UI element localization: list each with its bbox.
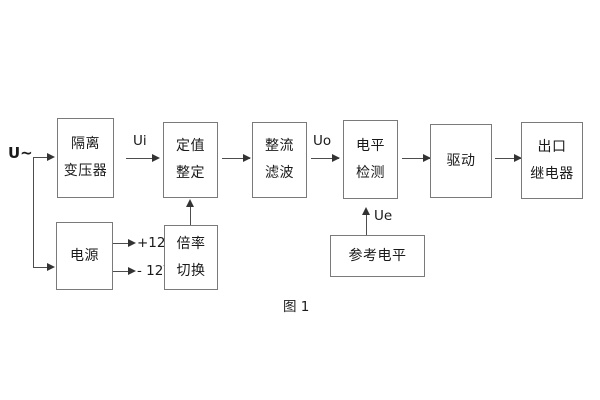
- figure-caption: 图 1: [283, 299, 310, 315]
- block-reference-level: 参考电平: [330, 235, 425, 277]
- connector-input-to-power-supply: [33, 267, 50, 268]
- arrowhead-input-to-power-supply: [47, 262, 55, 271]
- block-setting-value: 定值 整定: [163, 122, 218, 198]
- block-output-relay: 出口 继电器: [521, 122, 583, 199]
- block-level-detection: 电平 检测: [343, 120, 398, 199]
- block-isolation-transformer: 隔离 变压器: [57, 118, 114, 198]
- signal-label-neg12v: - 12V: [137, 263, 173, 279]
- block-output-relay-line-1: 出口: [537, 138, 567, 155]
- connector-multiplier-to-setting: [190, 206, 191, 225]
- block-setting-value-line-1: 定值: [176, 138, 205, 155]
- connector-input-to-transformer: [33, 157, 50, 158]
- arrowhead-rectify-to-level: [332, 153, 340, 162]
- connector-input-trunk: [33, 157, 34, 267]
- block-power-supply-line-1: 电源: [70, 247, 99, 264]
- block-multiplier-switch: 倍率 切换: [164, 225, 218, 290]
- arrowhead-neg12v: [128, 266, 136, 275]
- arrowhead-drive-to-relay: [514, 153, 522, 162]
- connector-power-neg12v: [113, 271, 134, 272]
- block-power-supply: 电源: [56, 222, 113, 290]
- block-reference-level-line-1: 参考电平: [348, 247, 407, 264]
- block-rectify-filter: 整流 滤波: [252, 122, 307, 198]
- arrowhead-setting-to-rectify: [243, 153, 251, 162]
- signal-label-ui: Ui: [133, 133, 147, 149]
- signal-label-uo: Uo: [313, 133, 332, 149]
- arrowhead-pos12v: [128, 238, 136, 247]
- block-output-relay-line-2: 继电器: [530, 165, 574, 182]
- block-rectify-filter-line-2: 滤波: [265, 165, 294, 181]
- block-setting-value-line-2: 整定: [176, 165, 205, 181]
- block-drive: 驱动: [430, 124, 492, 198]
- signal-label-ue: Ue: [374, 208, 393, 224]
- block-rectify-filter-line-1: 整流: [265, 138, 294, 155]
- connector-rectify-to-level: [311, 158, 339, 159]
- block-drive-line-1: 驱动: [446, 152, 476, 169]
- block-multiplier-switch-line-2: 切换: [176, 262, 206, 279]
- arrowhead-input-to-transformer: [47, 152, 55, 161]
- input-label-u-ac: U~: [8, 144, 33, 162]
- block-isolation-transformer-line-2: 变压器: [63, 163, 108, 179]
- connector-setting-to-rectify: [222, 158, 250, 159]
- connector-power-pos12v: [113, 243, 134, 244]
- connector-reference-to-level: [366, 214, 367, 235]
- arrowhead-level-to-drive: [423, 153, 431, 162]
- block-multiplier-switch-line-1: 倍率: [176, 235, 206, 252]
- arrowhead-transformer-to-setting: [152, 153, 160, 162]
- block-level-detection-line-1: 电平: [356, 137, 385, 154]
- connector-transformer-to-setting: [126, 158, 154, 159]
- arrowhead-reference-to-level: [362, 207, 370, 215]
- connector-drive-to-relay: [495, 158, 521, 159]
- arrowhead-multiplier-to-setting: [186, 199, 194, 207]
- block-isolation-transformer-line-1: 隔离: [71, 136, 100, 153]
- block-level-detection-line-2: 检测: [356, 164, 385, 181]
- connector-level-to-drive: [402, 158, 430, 159]
